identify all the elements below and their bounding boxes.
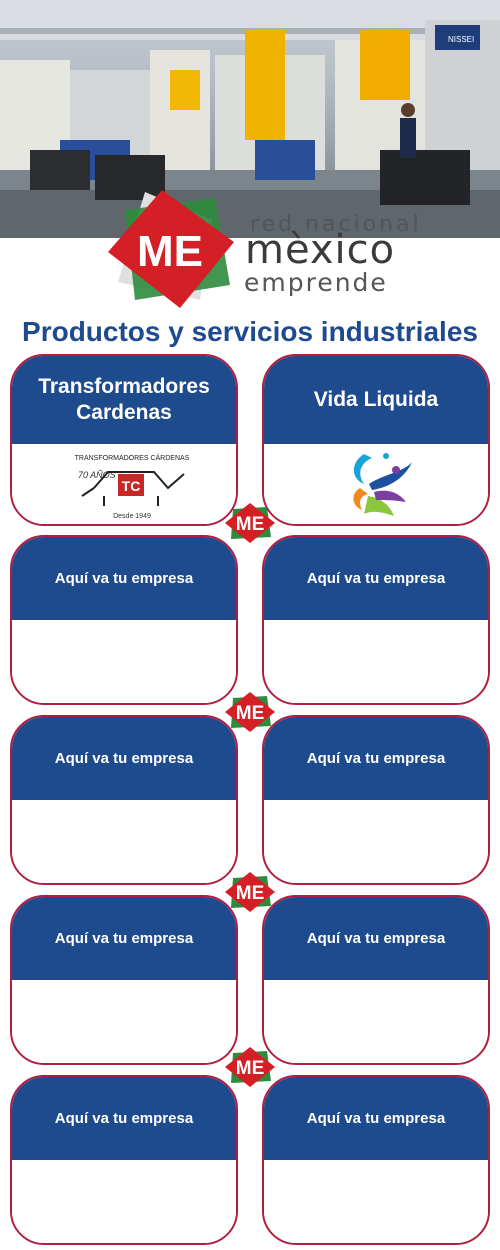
placeholder-card-body	[12, 980, 236, 1063]
placeholder-card-title: Aquí va tu empresa	[264, 897, 488, 980]
placeholder-card-body	[264, 980, 488, 1063]
page-title: Productos y servicios industriales	[22, 316, 478, 347]
factory-illustration: NISSEI	[0, 0, 500, 238]
me-badge-label: ME	[236, 1058, 265, 1079]
me-badge-label: ME	[236, 883, 265, 904]
placeholder-card-title: Aquí va tu empresa	[264, 1077, 488, 1160]
me-badge-icon: ME	[225, 503, 275, 543]
placeholder-card-body	[264, 1160, 488, 1243]
placeholder-card-title: Aquí va tu empresa	[12, 1077, 236, 1160]
logo-tagline-bottom: emprende	[244, 268, 388, 297]
placeholder-card-title: Aquí va tu empresa	[264, 717, 488, 800]
placeholder-card-title: Aquí va tu empresa	[12, 717, 236, 800]
placeholder-card[interactable]: Aquí va tu empresa	[10, 1075, 238, 1245]
mexico-emprende-logo: ME red nacional mèxico emprende	[0, 190, 500, 310]
placeholder-card[interactable]: Aquí va tu empresa	[262, 715, 490, 885]
placeholder-card-body	[12, 620, 236, 703]
placeholder-card-body	[264, 800, 488, 883]
logo-monogram: ME	[137, 227, 203, 276]
company-card-transformadores-cardenas[interactable]: Transformadores Cardenas TRANSFORMADORES…	[10, 354, 238, 526]
me-logo-mark: ME	[108, 190, 234, 308]
company-card-logo	[264, 444, 488, 524]
me-badge-icon: ME	[225, 1047, 275, 1087]
company-card-logo: TRANSFORMADORES CÁRDENAS 70 AÑOS TC Desd…	[12, 444, 236, 524]
placeholder-card-body	[12, 800, 236, 883]
company-card-title: Vida Liquida	[264, 356, 488, 444]
logo-tagline-top: red nacional	[250, 212, 422, 237]
tc-logo-monogram: TC	[122, 478, 141, 494]
logo-name: mèxico	[245, 227, 396, 273]
tc-logo-text-bottom: Desde 1949	[113, 513, 151, 520]
company-card-title: Transformadores Cardenas	[12, 356, 236, 444]
tc-logo-text-top: TRANSFORMADORES CÁRDENAS	[75, 453, 190, 462]
placeholder-card-title: Aquí va tu empresa	[264, 537, 488, 620]
placeholder-card[interactable]: Aquí va tu empresa	[10, 715, 238, 885]
me-badge-icon: ME	[225, 872, 275, 912]
placeholder-card[interactable]: Aquí va tu empresa	[262, 1075, 490, 1245]
me-badge-icon: ME	[225, 692, 275, 732]
me-badge-label: ME	[236, 703, 265, 724]
tc-logo-anniversary: 70 AÑOS	[78, 470, 116, 480]
placeholder-card[interactable]: Aquí va tu empresa	[262, 895, 490, 1065]
vida-liquida-logo	[353, 453, 412, 516]
transformadores-cardenas-logo: TRANSFORMADORES CÁRDENAS 70 AÑOS TC Desd…	[75, 453, 190, 520]
placeholder-card-title: Aquí va tu empresa	[12, 897, 236, 980]
placeholder-card-body	[264, 620, 488, 703]
me-badge-label: ME	[236, 514, 265, 535]
placeholder-card-body	[12, 1160, 236, 1243]
placeholder-card-title: Aquí va tu empresa	[12, 537, 236, 620]
placeholder-card[interactable]: Aquí va tu empresa	[262, 535, 490, 705]
placeholder-card[interactable]: Aquí va tu empresa	[10, 535, 238, 705]
machine-sign: NISSEI	[448, 35, 474, 44]
company-card-vida-liquida[interactable]: Vida Liquida	[262, 354, 490, 526]
placeholder-card[interactable]: Aquí va tu empresa	[10, 895, 238, 1065]
hero-banner: NISSEI	[0, 0, 500, 238]
